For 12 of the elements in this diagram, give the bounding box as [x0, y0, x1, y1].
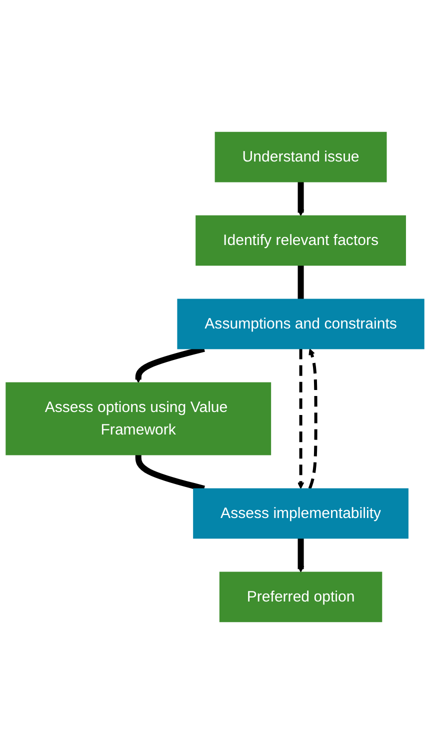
connector	[135, 454, 205, 492]
arrow	[297, 348, 304, 489]
arrow	[297, 182, 304, 216]
node-box: Assumptions and constraints	[177, 298, 424, 350]
node-box: Identify relevant factors	[196, 215, 406, 266]
node-box: Assess options using Value Framework	[6, 382, 272, 456]
node-box: Understand issue	[214, 132, 387, 182]
arrow	[297, 538, 304, 572]
node-box: Assess implementability	[193, 488, 408, 539]
node-box: Preferred option	[219, 572, 382, 622]
connector	[298, 265, 304, 300]
arrow	[308, 348, 318, 490]
